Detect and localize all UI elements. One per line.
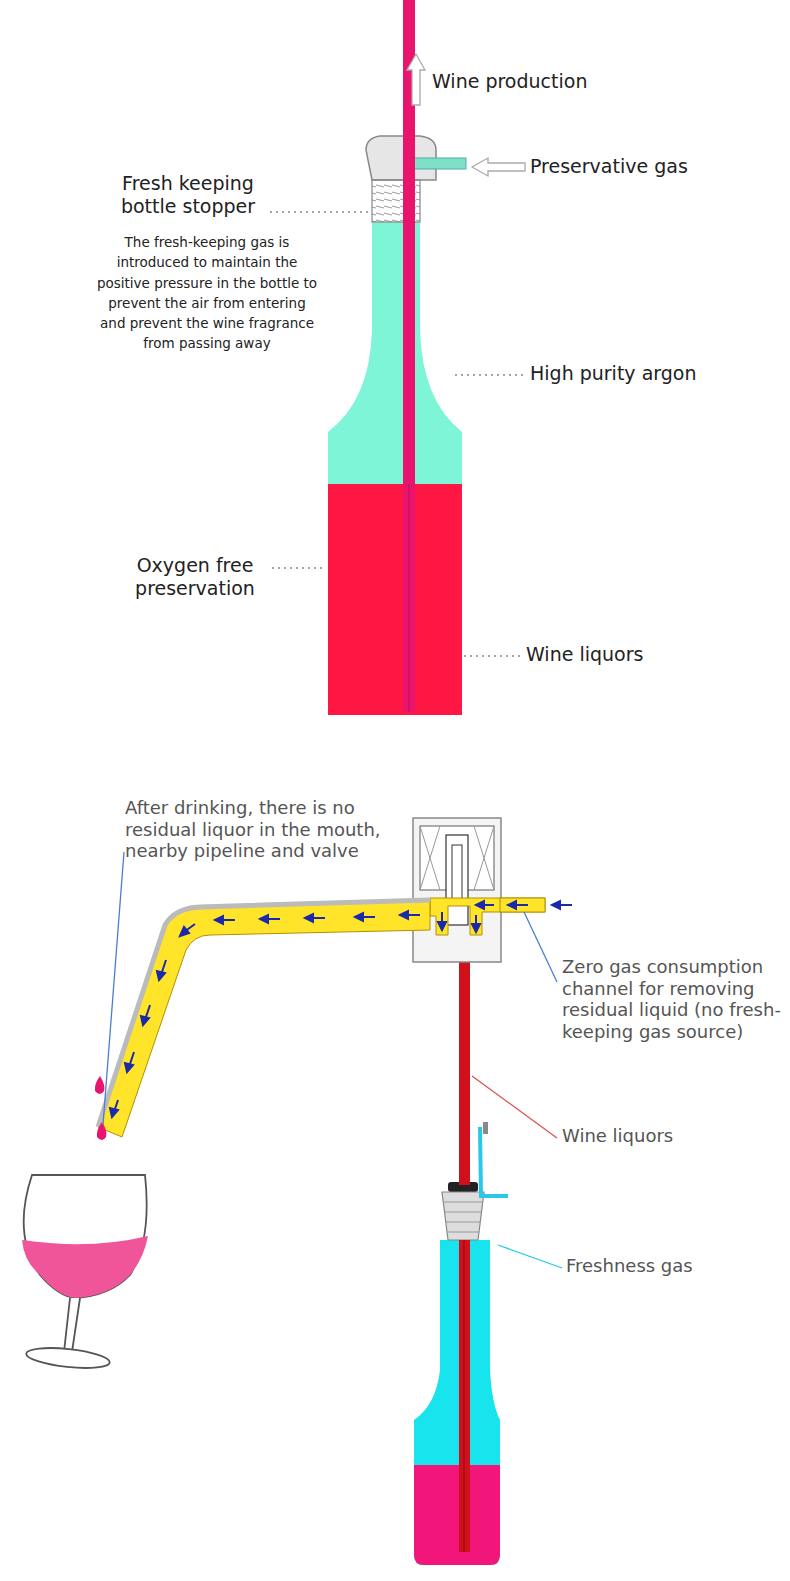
stopper <box>442 1192 484 1240</box>
purge-channel <box>430 898 545 935</box>
leader-line <box>524 912 557 982</box>
bottle-gas <box>414 1240 500 1565</box>
wine-liquid <box>328 484 462 715</box>
leader-line <box>103 852 124 1125</box>
plunger <box>446 835 468 925</box>
wine-tube <box>403 0 415 712</box>
leader-line <box>472 1076 557 1138</box>
gas-tube <box>480 1127 508 1196</box>
part-label: Freshness gas <box>566 1255 766 1277</box>
bottle-gas <box>328 222 462 715</box>
part-label: Fresh keeping bottle stopper <box>108 172 268 218</box>
part-label: Wine liquors <box>526 643 726 666</box>
note-text: Zero gas consumption channel for removin… <box>562 956 784 1042</box>
flow-label: Wine production <box>432 70 632 93</box>
flow-label: Preservative gas <box>530 155 750 178</box>
flow-arrow <box>407 54 425 105</box>
part-label: Wine liquors <box>562 1125 762 1147</box>
note-text: The fresh-keeping gas is introduced to m… <box>96 232 318 354</box>
note-text: After drinking, there is no residual liq… <box>125 797 395 862</box>
part-label: High purity argon <box>530 362 750 385</box>
spout <box>98 900 430 1137</box>
leader-line <box>498 1245 562 1268</box>
flow-arrow <box>472 158 525 176</box>
valve-body <box>413 818 501 962</box>
wine-liquid <box>414 1465 500 1565</box>
part-label: Oxygen free preservation <box>120 554 270 600</box>
wine-tube <box>459 930 470 1185</box>
